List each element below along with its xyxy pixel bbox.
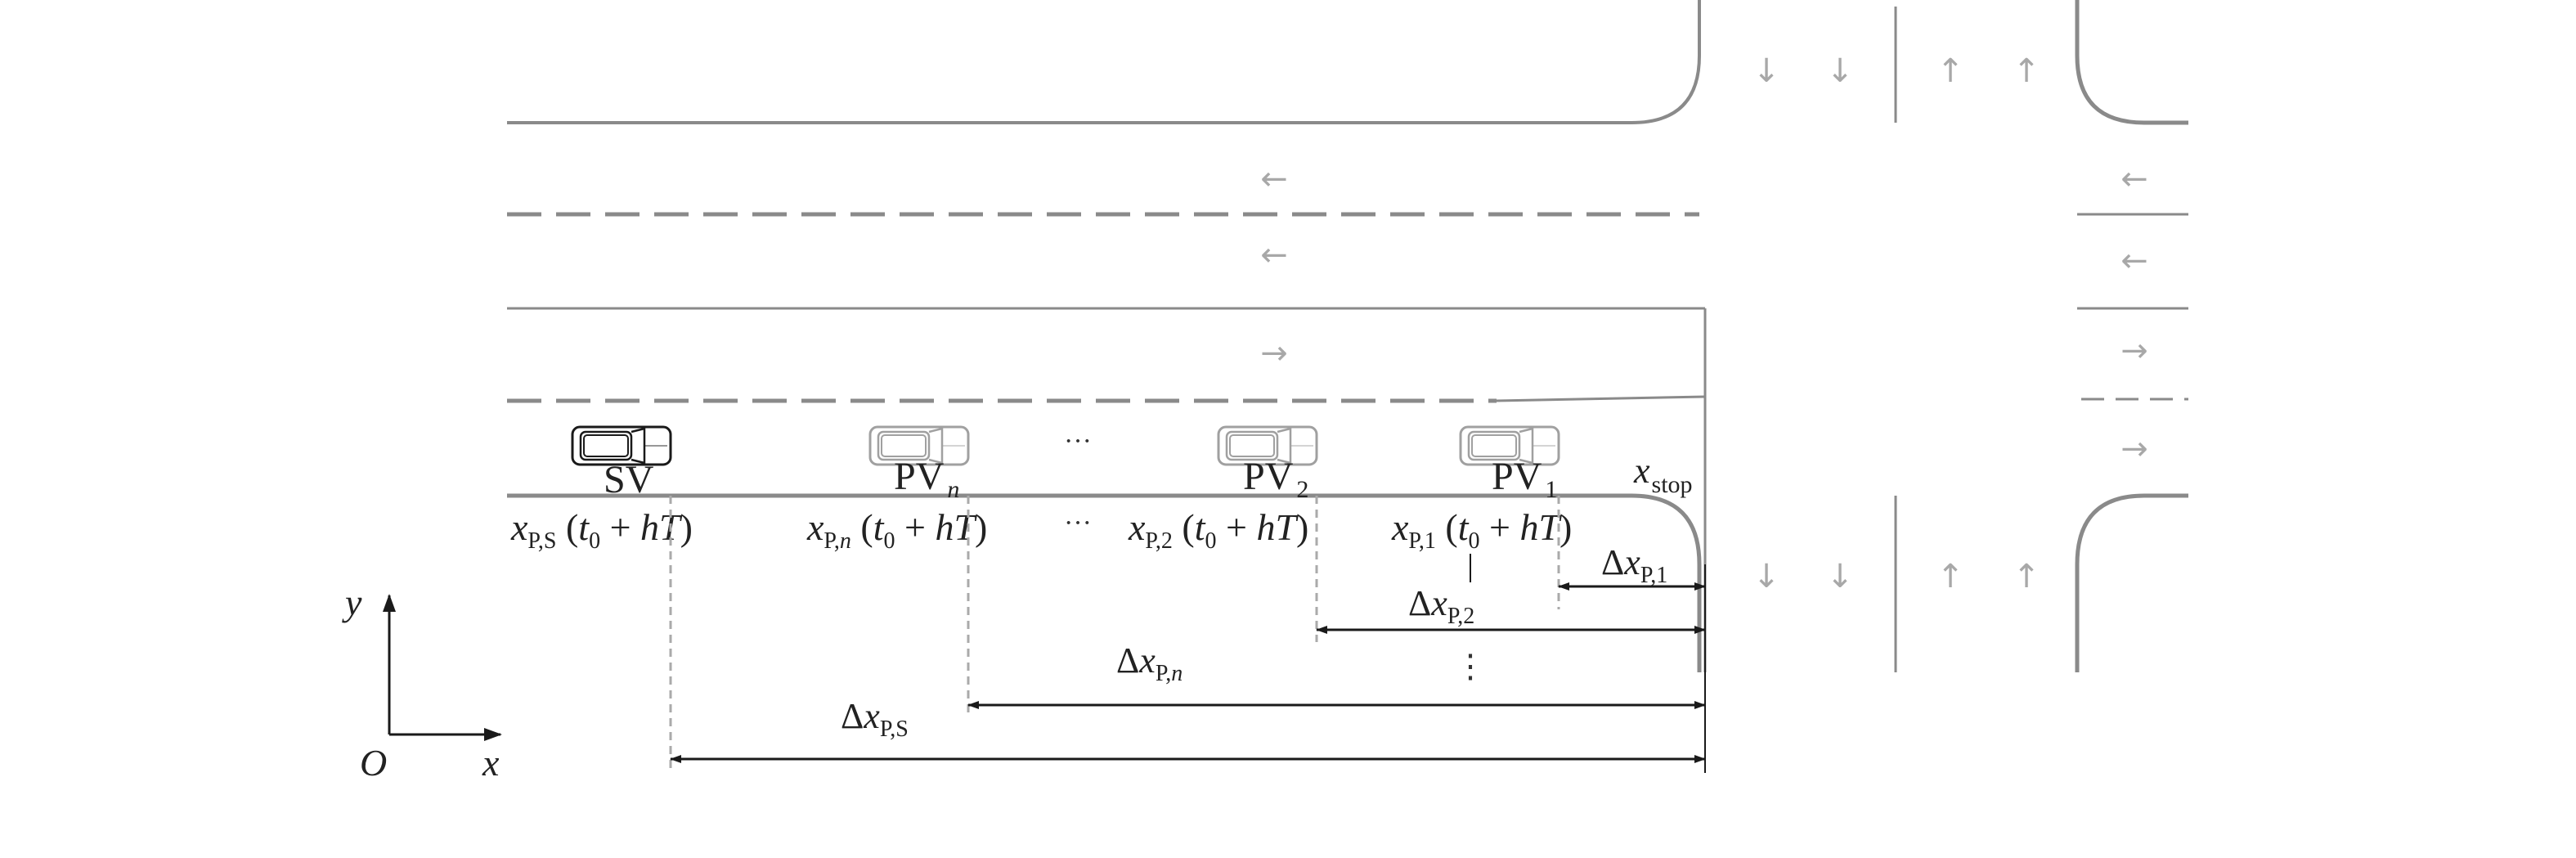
gap-dimensions [670,554,1706,763]
coordinate-axes [383,594,502,741]
position-ellipsis: ··· [1064,508,1092,538]
taper-line [1496,395,1706,402]
up-arrow-icon: ↑ [2013,558,2040,595]
gap-label-sv: ΔxP,S [841,696,909,742]
position-label-pv-2: xP,2 (t0 + hT) [1128,506,1308,554]
left-arrow-icon: ← [2120,160,2148,198]
up-arrow-icon: ↑ [1936,558,1964,595]
vehicle-ellipsis: ··· [1064,426,1092,456]
gap-label-pv-2: ΔxP,2 [1408,583,1474,629]
cross-road-right-corner-top [2075,0,2188,125]
reference-lines [669,496,1560,773]
gap-label-pv-1: ΔxP,1 [1601,542,1667,588]
left-arrow-icon: ← [1260,160,1288,198]
stop-position-label: xstop [1633,451,1693,498]
x-axis-label: x [482,742,500,784]
lower-road-edge [507,493,1702,672]
right-arrow-icon: → [1260,335,1288,372]
origin-label: O [360,742,387,784]
vehicle-label-sv: SV [604,458,654,501]
right-arrow-icon: → [2120,430,2148,468]
y-axis-label: y [342,582,362,623]
left-arrow-icon: ← [2120,242,2148,280]
up-arrow-icon: ↑ [2013,52,2040,90]
down-arrow-icon: ↓ [1752,558,1780,595]
right-arrow-icon: → [2120,332,2148,370]
position-label-sv: xP,S (t0 + hT) [510,506,693,554]
lane-arrows: ← ← → ↓ ↓ ↑ ↑ ← ← → → ↓ ↓ ↑ ↑ [1260,52,2148,595]
up-arrow-icon: ↑ [1936,52,1964,90]
position-label-pv-n: xP,n (t0 + hT) [806,506,987,554]
position-label-pv-1: xP,1 (t0 + hT) [1391,506,1572,554]
down-arrow-icon: ↓ [1752,52,1780,90]
down-arrow-icon: ↓ [1826,52,1854,90]
down-arrow-icon: ↓ [1826,558,1854,595]
road-markings [507,0,2188,672]
gap-label-pv-n: ΔxP,n [1116,640,1183,686]
cross-road-right-corner-bottom [2075,493,2188,672]
upper-road-edge [507,0,1701,124]
left-arrow-icon: ← [1260,236,1288,274]
gap-vertical-ellipsis: ⋮ [1454,648,1487,685]
